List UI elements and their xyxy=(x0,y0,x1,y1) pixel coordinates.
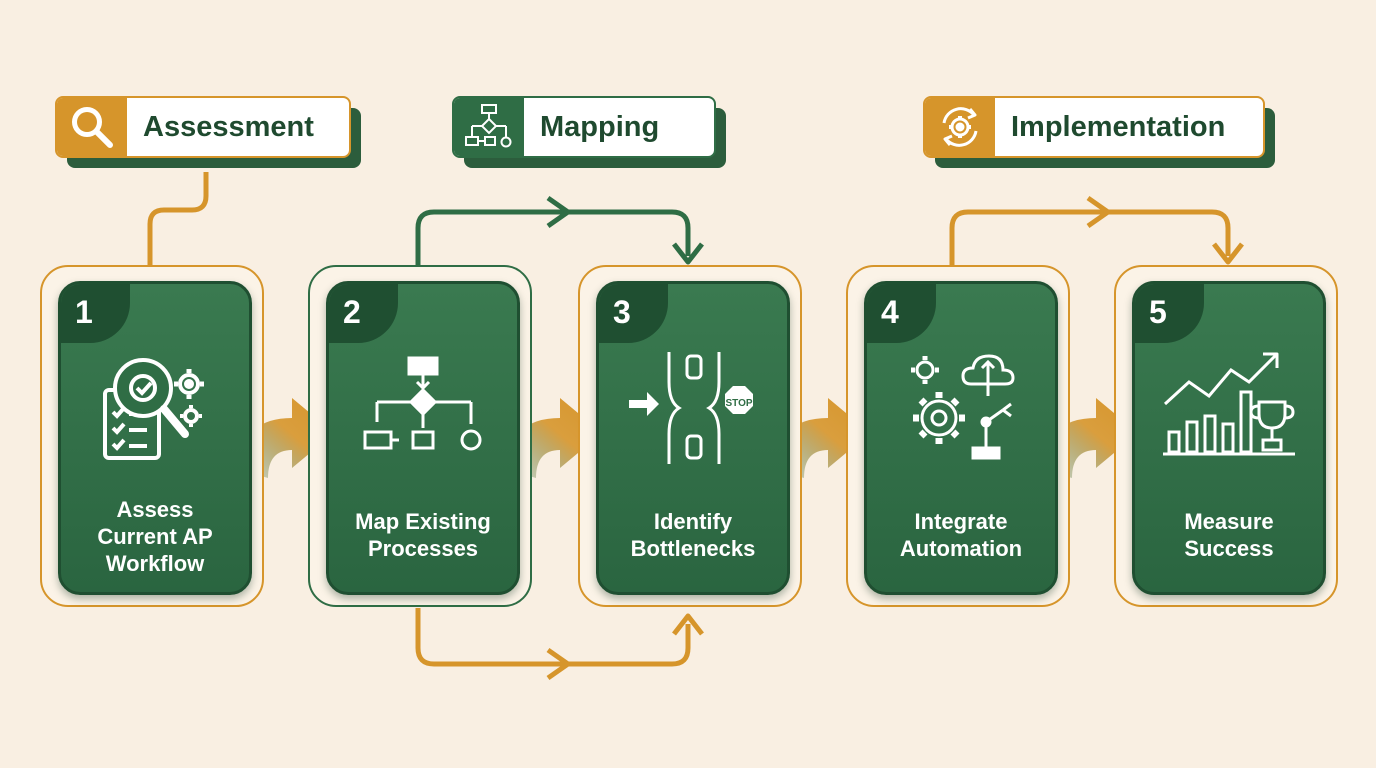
audit-gear-magnifier-icon xyxy=(103,358,204,460)
connector-implementation-loop xyxy=(949,209,1231,266)
step-1: 1 Assess Current AP Workflow xyxy=(40,265,264,607)
traffic-stop-icon: STOP xyxy=(629,352,753,464)
step-label: Identify Bottlenecks xyxy=(630,509,756,561)
phase-label: Implementation xyxy=(1011,110,1226,143)
process-map-icon xyxy=(363,356,482,451)
step-4: 4 Integrate Automation xyxy=(846,265,1070,607)
connector-bottom-loop xyxy=(415,608,691,667)
connector-assessment xyxy=(147,172,209,268)
phase-assessment: Assessment xyxy=(55,96,361,168)
growth-trophy-icon xyxy=(1163,352,1295,456)
arrowhead-bottom-mid xyxy=(546,647,571,681)
step-2: 2 Map Existing Processes xyxy=(308,265,532,607)
step-number: 3 xyxy=(613,294,631,330)
step-number: 5 xyxy=(1149,294,1167,330)
arrowhead-implementation-end xyxy=(1212,242,1244,265)
step-label: Integrate Automation xyxy=(899,509,1023,561)
magnifier-icon xyxy=(57,98,127,156)
phase-label: Assessment xyxy=(143,110,314,143)
phase-label: Mapping xyxy=(540,110,660,143)
step-3: 3 STOP Identify Bottlenecks xyxy=(578,265,802,607)
cloud-gear-robot-icon xyxy=(911,354,1015,460)
phase-implementation: Implementation xyxy=(923,96,1275,168)
arrowhead-mapping-end xyxy=(672,242,704,265)
step-5: 5 Measure Success xyxy=(1114,265,1338,607)
arrowhead-mapping-mid xyxy=(546,195,571,229)
step-label: Map Existing Processes xyxy=(355,509,491,561)
step-number: 1 xyxy=(75,294,93,330)
gear-cycle-icon xyxy=(925,98,995,156)
step-label: Assess Current AP Workflow xyxy=(97,497,213,576)
step-number: 2 xyxy=(343,294,361,330)
step-number: 4 xyxy=(881,294,899,330)
stop-sign-text: STOP xyxy=(725,398,752,409)
step-label: Measure Success xyxy=(1184,509,1274,561)
arrowhead-implementation-mid xyxy=(1086,195,1111,229)
connector-mapping-loop xyxy=(415,209,691,266)
phase-mapping: Mapping xyxy=(452,96,726,168)
arrowhead-bottom-end xyxy=(672,613,704,636)
flowchart-icon xyxy=(454,98,524,156)
